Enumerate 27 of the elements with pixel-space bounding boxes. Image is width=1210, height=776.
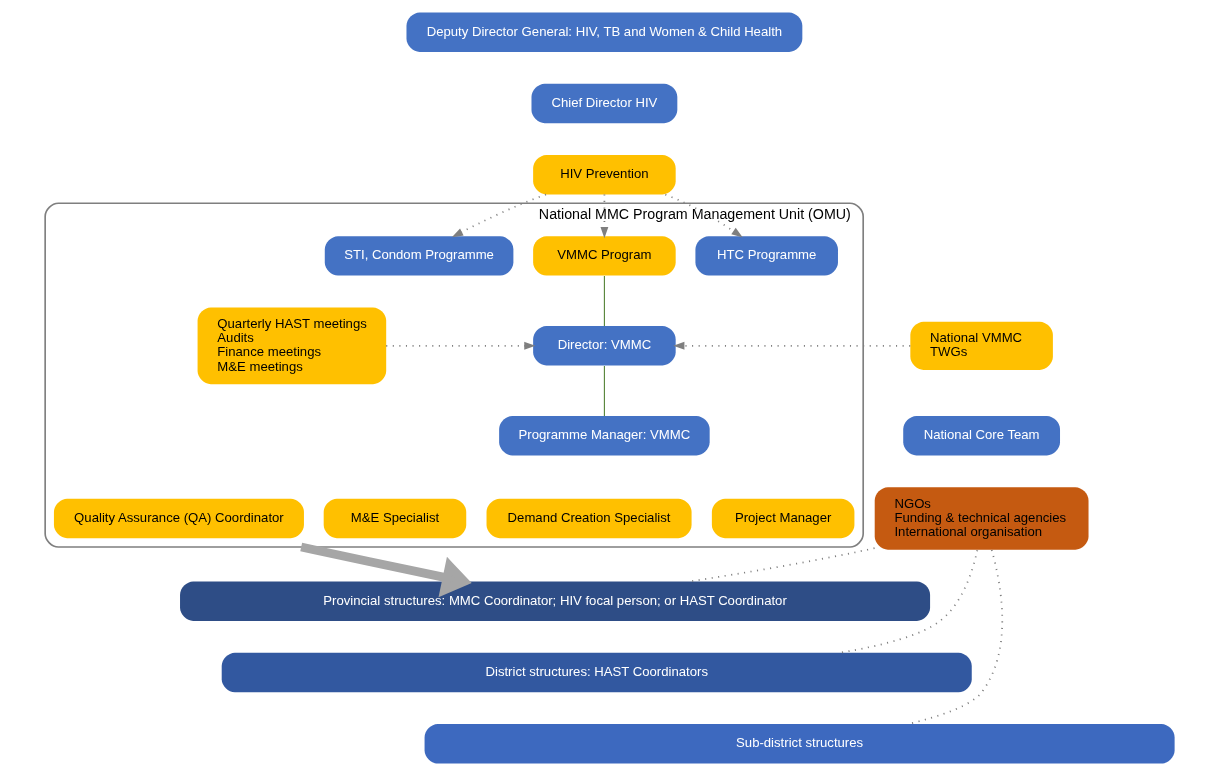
node-box: Sub-district structures [424,724,1175,764]
node-box: Demand Creation Specialist [486,498,692,539]
node-box: Quality Assurance (QA) Coordinator [53,498,304,539]
node-box: Deputy Director General: HIV, TB and Women & Child Health [405,12,802,52]
arrow [451,193,547,238]
node-box: Project Manager [711,498,854,539]
node-box: Provincial structures: MMC Coordinator; HIV focal person; or HAST Coordinator [179,581,930,621]
arrow [672,341,911,350]
node-box: Quarterly HAST meetings Audits Finance meetings M&E meetings [197,307,386,385]
node-box: National VMMC TWGs [909,321,1053,370]
node-box: District structures: HAST Coordinators [221,652,972,693]
arrow [600,193,608,239]
arrow [384,341,535,350]
node-box: HTC Programme [694,236,838,276]
node-box: National Core Team [902,415,1060,456]
node-box: HIV Prevention [532,155,676,195]
connector [603,365,605,417]
node-box: Director: VMMC [532,326,676,366]
node-box: NGOs Funding & technical agencies International organisation [874,487,1089,550]
node-box: STI, Condom Programme [324,236,513,276]
node-box: Programme Manager: VMMC [498,415,710,456]
connector [603,275,605,327]
node-box: M&E Specialist [323,498,466,539]
arrow [299,542,472,598]
node-box: VMMC Program [532,236,676,276]
arrow [663,193,743,238]
node-box: Chief Director HIV [531,83,677,124]
